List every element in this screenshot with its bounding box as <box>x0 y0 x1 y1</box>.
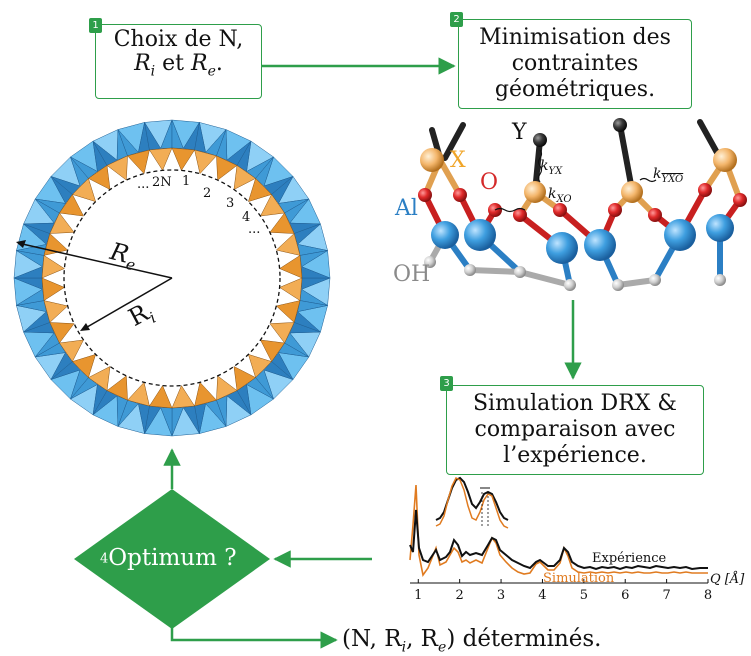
step2-line1: Minimisation des <box>479 25 671 50</box>
tetrahedron <box>247 177 273 203</box>
atom-label-al: Al <box>395 196 418 221</box>
step1-box: Choix de N, Ri et Re. <box>95 24 262 99</box>
step3-line2: comparaison avec <box>474 417 676 442</box>
ring-index-4: 4 <box>242 210 251 225</box>
molecule-atoms <box>418 118 747 291</box>
step4-number: 4 <box>100 551 109 567</box>
tetrahedron <box>71 353 97 379</box>
k-xo-label: kXO <box>548 186 572 205</box>
arrow-step4-to-result <box>170 628 338 649</box>
k-yx-label: kYX <box>540 158 563 177</box>
tetrahedron <box>87 366 111 392</box>
tetrahedron <box>58 339 84 363</box>
outer-radius-arrowhead <box>16 240 26 248</box>
atom-label-o: O <box>480 170 499 195</box>
tetrahedron <box>127 149 150 175</box>
x-tick-label-1: 1 <box>414 588 422 603</box>
tetrahedron <box>58 193 84 217</box>
tetrahedron <box>275 233 301 256</box>
inner-radius-circle <box>63 169 281 387</box>
step3-badge: 3 <box>440 376 453 391</box>
tetrahedron <box>194 381 217 407</box>
tetrahedron <box>216 155 238 181</box>
tetrahedron <box>43 300 69 323</box>
x-tick-label-7: 7 <box>662 588 670 603</box>
tetrahedron <box>106 375 128 401</box>
tetrahedron <box>279 277 303 302</box>
tetrahedron <box>49 322 75 344</box>
spring-constants <box>494 149 657 213</box>
tetrahedron <box>233 164 257 190</box>
series-simulation <box>409 484 708 577</box>
tetrahedron <box>269 212 295 234</box>
x-tick-label-6: 6 <box>621 588 629 603</box>
inner-radius-arrowhead <box>80 323 90 331</box>
ring-index-2: 2 <box>203 186 212 201</box>
tetrahedron <box>194 149 217 175</box>
x-tick-label-5: 5 <box>580 588 588 603</box>
step2-line2: contraintes <box>511 51 639 76</box>
tetrahedron <box>171 147 196 171</box>
atom-label-oh: OH <box>393 262 431 287</box>
result-text: (N, Ri, Re) déterminés. <box>342 626 602 656</box>
step4-label: 4Optimum ? <box>100 545 237 571</box>
x-tick-label-4: 4 <box>538 588 546 603</box>
tetrahedron <box>260 193 286 217</box>
tetrahedron <box>275 300 301 323</box>
tetrahedron <box>148 385 173 409</box>
step2-line3: géométriques. <box>494 77 656 102</box>
tetrahedron <box>106 155 128 181</box>
tetrahedron <box>269 322 295 344</box>
tetrahedron <box>71 177 97 203</box>
x-tick-label-3: 3 <box>497 588 505 603</box>
k-yxo-label: kYXO <box>653 166 684 185</box>
step2-box: Minimisation des contraintes géométrique… <box>458 19 692 109</box>
legend-simulation: Simulation <box>543 571 615 586</box>
ring-index-dots-right: ... <box>248 222 261 237</box>
tetrahedron <box>279 254 303 279</box>
ring-index-2N: 2N <box>152 175 172 190</box>
tetrahedron <box>87 164 111 190</box>
step3-line3: l’expérience. <box>503 443 647 468</box>
tetrahedron <box>247 353 273 379</box>
tetrahedron <box>216 375 238 401</box>
atom-label-x: X <box>450 148 466 173</box>
tetrahedron <box>41 277 65 302</box>
tetrahedron <box>49 212 75 234</box>
ring-index-dots-left: ... <box>137 177 150 192</box>
tetrahedron <box>127 381 150 407</box>
atom-label-y: Y <box>512 120 527 145</box>
ring-index-3: 3 <box>226 196 235 211</box>
step1-line1: Choix de N, <box>113 27 244 52</box>
tetrahedron <box>233 366 257 392</box>
step2-badge: 2 <box>450 12 463 27</box>
step1-line2: Ri et Re. <box>134 51 223 80</box>
outer-radius-line <box>17 242 173 279</box>
step3-box: Simulation DRX & comparaison avec l’expé… <box>446 385 704 475</box>
inset-simulation <box>435 476 509 529</box>
legend-experience: Expérience <box>592 551 667 566</box>
tetrahedron <box>148 147 173 171</box>
ring-index-1: 1 <box>182 174 191 189</box>
tetrahedron <box>41 254 65 279</box>
step4-text: Optimum ? <box>108 545 237 571</box>
x-axis-label: Q [Å] <box>710 572 745 587</box>
step3-line1: Simulation DRX & <box>472 391 677 416</box>
tetrahedron <box>171 385 196 409</box>
series-experience <box>409 509 708 571</box>
inner-radius-line <box>81 277 173 331</box>
step1-badge: 1 <box>89 18 102 33</box>
x-tick-label-2: 2 <box>456 588 464 603</box>
x-tick-label-8: 8 <box>704 588 712 603</box>
step4-diamond <box>74 489 270 629</box>
tetrahedron <box>260 339 286 363</box>
